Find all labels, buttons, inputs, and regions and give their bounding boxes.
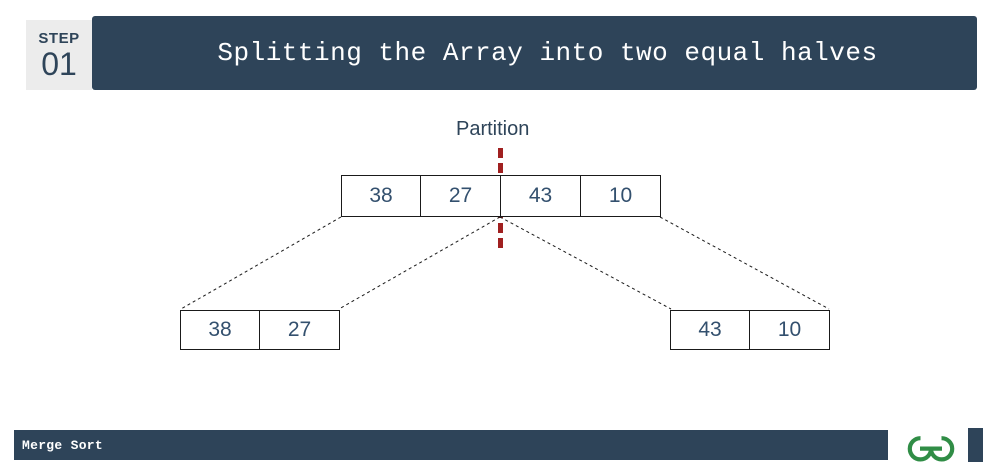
left-half-array: 38 27	[180, 310, 340, 350]
geeksforgeeks-logo	[907, 436, 955, 462]
footer-label: Merge Sort	[22, 437, 104, 453]
step-number-label: 01	[41, 45, 77, 82]
header-title-bar: Splitting the Array into two equal halve…	[92, 16, 977, 90]
partition-label: Partition	[456, 118, 530, 140]
page-title: Splitting the Array into two equal halve…	[217, 38, 878, 68]
array-cell[interactable]: 27	[260, 310, 340, 350]
array-cell[interactable]: 38	[341, 175, 421, 217]
step-word-label: STEP	[38, 29, 80, 47]
array-cell[interactable]: 43	[670, 310, 750, 350]
connector-left-outer	[180, 216, 342, 310]
connector-left-inner	[338, 216, 501, 310]
step-badge: STEP 01	[26, 20, 92, 90]
array-cell[interactable]: 43	[501, 175, 581, 217]
footer-accent-bar	[968, 428, 983, 462]
connector-right-inner	[499, 216, 672, 310]
array-cell[interactable]: 38	[180, 310, 260, 350]
array-cell[interactable]: 10	[750, 310, 830, 350]
footer-bar: Merge Sort	[14, 430, 888, 460]
original-array: 38 27 43 10	[341, 175, 661, 217]
array-cell[interactable]: 27	[421, 175, 501, 217]
right-half-array: 43 10	[670, 310, 830, 350]
array-cell[interactable]: 10	[581, 175, 661, 217]
header-bar: STEP 01 Splitting the Array into two equ…	[26, 16, 977, 90]
connector-right-outer	[659, 216, 830, 310]
